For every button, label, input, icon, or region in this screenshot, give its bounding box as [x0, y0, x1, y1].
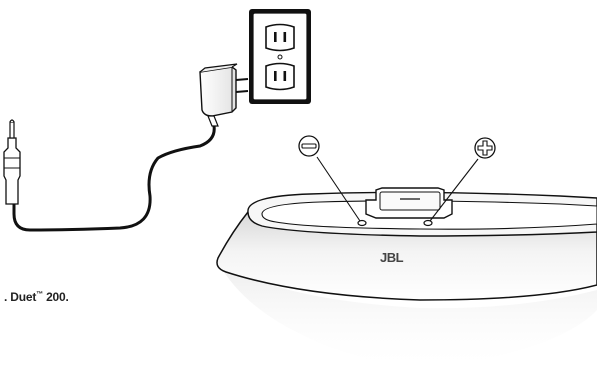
- caption-prefix: . Duet: [4, 290, 37, 304]
- trademark-symbol: ™: [36, 291, 43, 298]
- speaker-dock: [216, 187, 597, 381]
- wall-outlet: [249, 9, 311, 104]
- volume-down-button: [357, 219, 367, 227]
- minus-callout: [298, 135, 361, 222]
- lower-socket: [265, 62, 295, 91]
- dc-plug: [3, 119, 21, 205]
- power-adapter: [199, 63, 249, 127]
- volume-up-button: [423, 219, 433, 227]
- speaker-lower-shell: [218, 262, 597, 372]
- dock-connector: [365, 187, 453, 219]
- jbl-logo: JBL: [380, 250, 404, 265]
- power-cord: [12, 125, 216, 232]
- upper-socket: [265, 23, 295, 52]
- plus-callout: [429, 137, 496, 222]
- product-caption: . Duet™ 200.: [4, 290, 69, 304]
- caption-suffix: 200.: [42, 290, 69, 304]
